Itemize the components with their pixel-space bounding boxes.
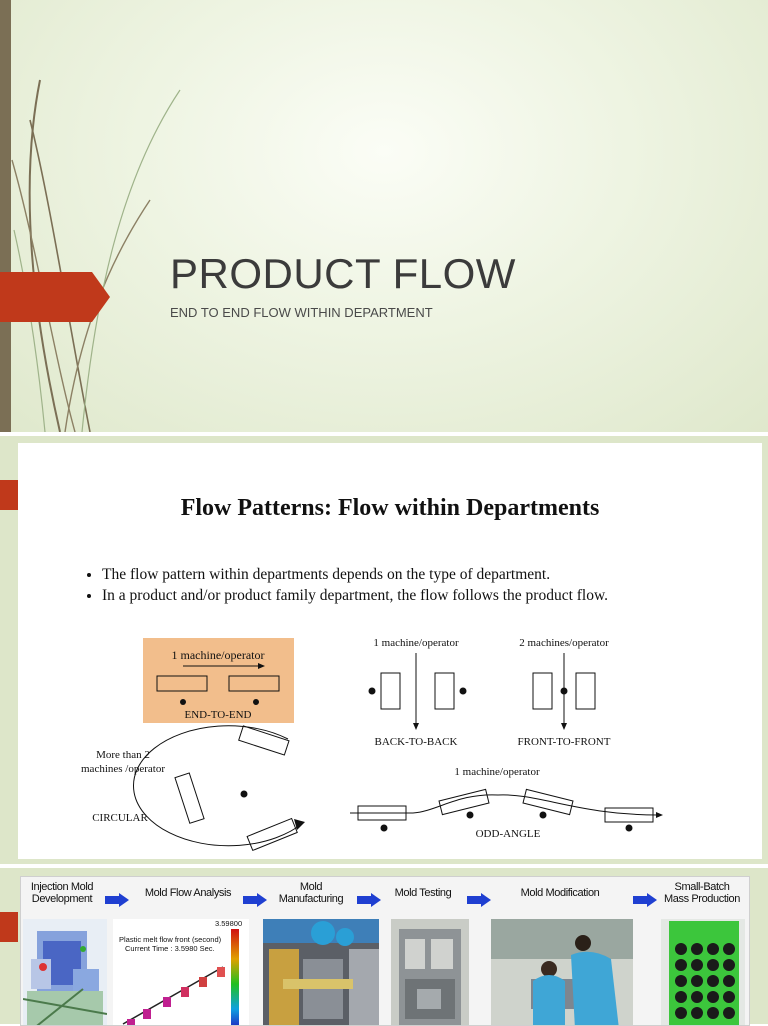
flow-patterns-diagram: 1 machine/operator END-TO-END 1 machine/… bbox=[81, 637, 663, 852]
end-to-end-background bbox=[143, 638, 294, 723]
title-slide: PRODUCT FLOW END TO END FLOW WITHIN DEPA… bbox=[0, 0, 768, 432]
operator-dot bbox=[625, 824, 633, 832]
side-accent-tab bbox=[0, 912, 18, 942]
step-arrow-icon bbox=[357, 893, 381, 907]
odd-angle-top-label: 1 machine/operator bbox=[454, 766, 540, 778]
panel-heading: Flow Patterns: Flow within Departments bbox=[180, 495, 600, 521]
side-accent-tab bbox=[0, 480, 18, 510]
flow-simulation-graphic bbox=[122, 929, 239, 1025]
flow-patterns-panel: Flow Patterns: Flow within Departments T… bbox=[18, 443, 762, 859]
machine-box bbox=[238, 725, 290, 756]
operator-dot bbox=[560, 687, 568, 695]
slide-title: PRODUCT FLOW bbox=[170, 250, 516, 297]
operator-dot bbox=[459, 687, 467, 695]
back-to-back-arrowhead bbox=[413, 723, 419, 730]
cad-mold-image bbox=[23, 919, 107, 1025]
step-arrow-icon bbox=[467, 893, 491, 907]
machine-box bbox=[522, 788, 574, 816]
mass-production-image bbox=[661, 919, 745, 1025]
slide-divider bbox=[0, 432, 768, 438]
front-to-front-arrowhead bbox=[561, 723, 567, 730]
odd-angle-arrowhead bbox=[656, 812, 663, 818]
decorative-grass-lines bbox=[11, 79, 181, 432]
odd-angle-flow-path bbox=[350, 794, 659, 816]
machine-box bbox=[532, 672, 553, 710]
front-to-front-caption: FRONT-TO-FRONT bbox=[518, 736, 611, 748]
circular-diagram: More than 2 machines /operator CIRCULAR bbox=[81, 725, 305, 852]
operator-dot bbox=[240, 790, 248, 798]
step-arrow-icon bbox=[243, 893, 267, 907]
mold-flow-analysis-image: Plastic melt flow front (second) Current… bbox=[113, 919, 249, 1025]
front-to-front-diagram: 2 machines/operator FRONT-TO-FRONT bbox=[518, 637, 611, 748]
operator-dot bbox=[368, 687, 376, 695]
machine-box bbox=[380, 672, 401, 710]
operator-dot bbox=[380, 824, 388, 832]
bullet-item: The flow pattern within departments depe… bbox=[102, 565, 742, 584]
circular-arrowhead bbox=[294, 819, 305, 830]
circular-flow-path bbox=[133, 725, 304, 847]
left-accent-strip bbox=[0, 0, 11, 432]
machine-box bbox=[604, 807, 654, 823]
mold-manufacturing-image bbox=[263, 919, 379, 1025]
bullet-item: In a product and/or product family depar… bbox=[102, 586, 742, 605]
operator-dot bbox=[253, 699, 259, 705]
machine-box bbox=[228, 675, 280, 692]
mold-modification-image bbox=[491, 919, 633, 1025]
front-to-front-top-label: 2 machines/operator bbox=[519, 637, 609, 649]
flow-caption-line1: Plastic melt flow front (second) bbox=[119, 935, 222, 944]
machine-box bbox=[174, 772, 205, 824]
end-to-end-caption: END-TO-END bbox=[184, 709, 251, 721]
end-to-end-diagram: 1 machine/operator END-TO-END bbox=[143, 638, 294, 723]
slide-subtitle: END TO END FLOW WITHIN DEPARTMENT bbox=[170, 305, 433, 320]
machine-box bbox=[357, 805, 407, 821]
bullet-list: The flow pattern within departments depe… bbox=[80, 565, 742, 607]
machine-box bbox=[246, 817, 298, 852]
end-to-end-top-label: 1 machine/operator bbox=[172, 648, 265, 662]
odd-angle-diagram: 1 machine/operator ODD-ANGLE bbox=[350, 766, 663, 840]
machine-box bbox=[438, 788, 490, 816]
circular-label-line2: machines /operator bbox=[81, 763, 165, 775]
operator-dot bbox=[466, 811, 474, 819]
operator-dot bbox=[539, 811, 547, 819]
flow-scale-max: 3.59800 bbox=[215, 919, 243, 928]
machine-box bbox=[156, 675, 208, 692]
back-to-back-top-label: 1 machine/operator bbox=[373, 637, 459, 649]
step-label-mold-flow-analysis: Mold Flow Analysis bbox=[144, 887, 232, 899]
circular-caption: CIRCULAR bbox=[92, 812, 148, 824]
back-to-back-diagram: 1 machine/operator BACK-TO-BACK bbox=[368, 637, 467, 748]
step-arrow-icon bbox=[105, 893, 129, 907]
mold-testing-image bbox=[391, 919, 469, 1025]
back-to-back-caption: BACK-TO-BACK bbox=[375, 736, 458, 748]
step-arrow-icon bbox=[633, 893, 657, 907]
step-label-mold-testing: Mold Testing bbox=[394, 887, 452, 899]
end-to-end-arrowhead bbox=[258, 663, 265, 669]
flow-caption-line2: Current Time : 3.5980 Sec. bbox=[125, 944, 215, 953]
title-arrow-tab bbox=[0, 272, 110, 322]
machine-box bbox=[434, 672, 455, 710]
flow-patterns-slide: Flow Patterns: Flow within Departments T… bbox=[0, 436, 768, 864]
slide-divider bbox=[0, 864, 768, 868]
odd-angle-caption: ODD-ANGLE bbox=[476, 828, 541, 840]
machine-box bbox=[575, 672, 596, 710]
step-label-mold-modification: Mold Modification bbox=[520, 887, 600, 899]
operator-dot bbox=[180, 699, 186, 705]
circular-label-line1: More than 2 bbox=[96, 749, 150, 761]
